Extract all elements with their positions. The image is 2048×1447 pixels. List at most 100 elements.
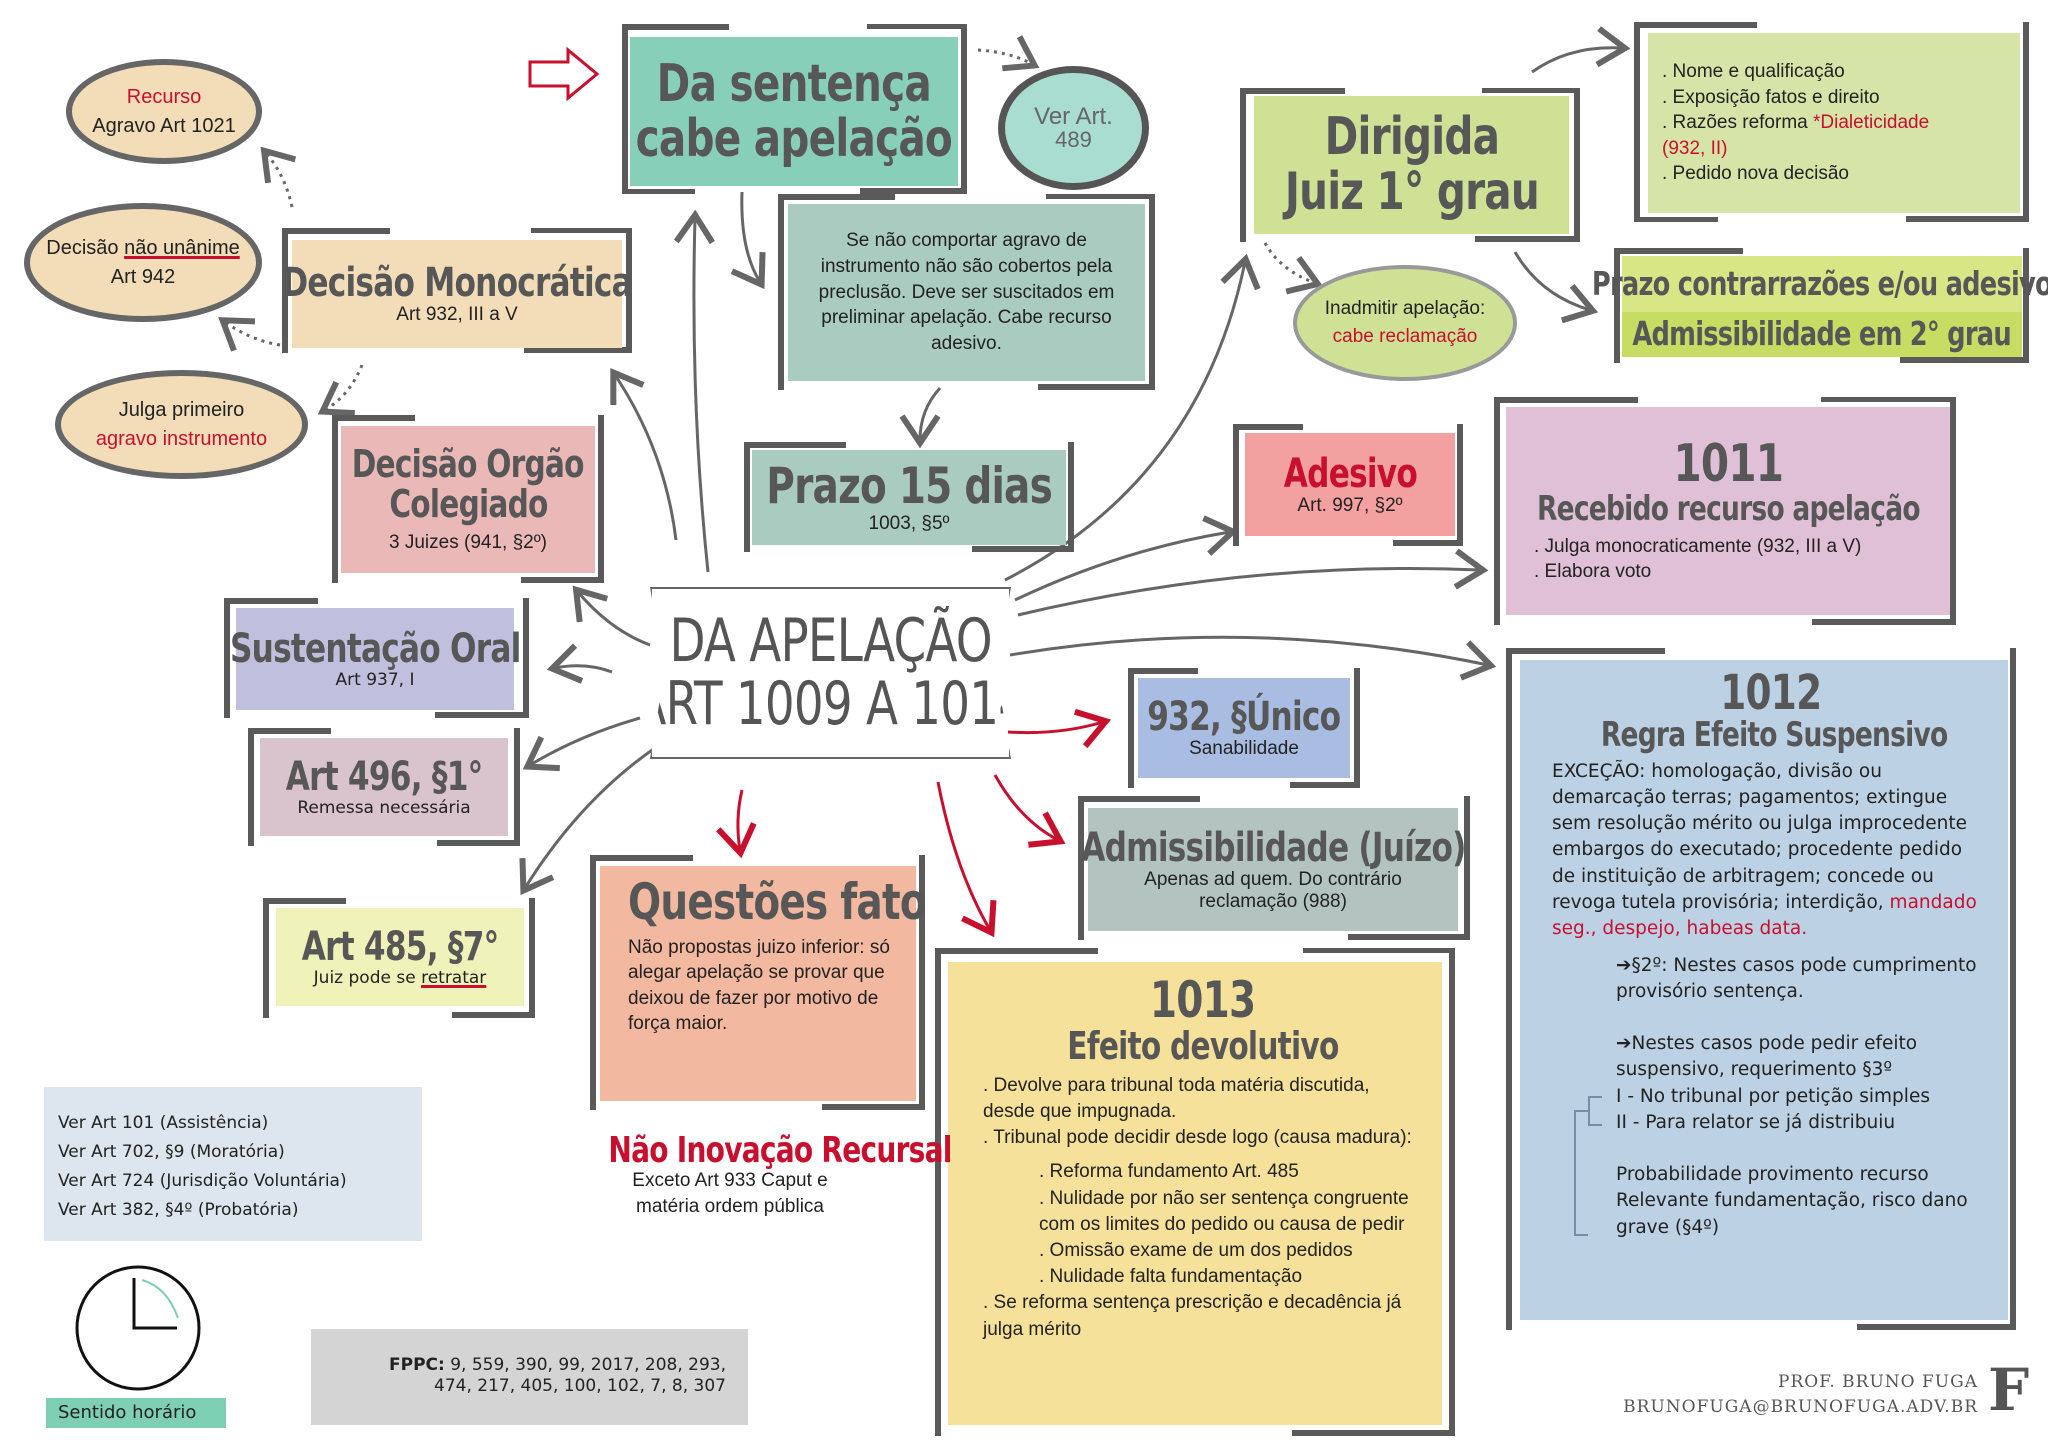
art1011-box: 1011 Recebido recurso apelação . Julga m… — [1506, 407, 1950, 615]
recurso-ellipse: Recurso Agravo Art 1021 — [66, 59, 262, 164]
fppc-line2: 474, 217, 405, 100, 102, 7, 8, 307 — [434, 1376, 726, 1397]
author-email[interactable]: BRUNOFUGA@BRUNOFUGA.ADV.BR — [1623, 1396, 1978, 1417]
nao-unanime-pre: Decisão — [46, 236, 125, 259]
sustentacao-title: Sustentação Oral — [229, 626, 521, 672]
recurso-line1: Recurso — [126, 85, 202, 108]
dirigida-title-1: Dirigida — [1324, 107, 1499, 168]
contrarrazoes-frame — [1614, 248, 2029, 363]
ver-art-list: Ver Art 101 (Assistência) Ver Art 702, §… — [44, 1087, 422, 1241]
julga-line2: agravo instrumento — [95, 427, 268, 450]
art1012-p2: §2º: Nestes casos pode cumprimento provi… — [1616, 954, 1977, 1002]
inovacao-block: Não Inovação Recursal Exceto Art 933 Cap… — [560, 1132, 952, 1218]
art1011-item: . Julga monocraticamente (932, III a V) — [1534, 535, 1862, 557]
contrarrazoes-line2: Admissibilidade em 2° grau — [1632, 314, 2012, 354]
dialeticidade-ref: (932, II) — [1662, 137, 1728, 159]
art1013-item: . Se reforma sentença prescrição e decad… — [983, 1292, 1402, 1340]
admissibilidade-sub: Apenas ad quem. Do contrário reclamação … — [1144, 868, 1402, 912]
razoes-label: . Razões reforma — [1662, 112, 1813, 134]
agravo-note-text: Se não comportar agravo de instrumento n… — [818, 230, 1115, 354]
inadmitir-line1: Inadmitir apelação: — [1324, 298, 1486, 320]
requisito-item: . Nome e qualificação — [1662, 60, 1845, 82]
fppc-label: FPPC: — [389, 1355, 445, 1375]
author-name: PROF. BRUNO FUGA — [1778, 1372, 1978, 1392]
art485-sub: Juiz pode se — [313, 968, 422, 988]
dialeticidade-label: *Dialeticidade — [1813, 112, 1930, 134]
art496-box: Art 496, §1° Remessa necessária — [260, 738, 508, 836]
agravo-note-frame — [778, 194, 1155, 390]
art1012-p3b: II - Para relator se já distribuiu — [1616, 1111, 1896, 1133]
red-arrow-icon — [528, 46, 600, 102]
ver-art-489-label: Ver Art. — [1034, 103, 1113, 130]
sentenca-frame — [622, 24, 967, 194]
questoes-box: Questões fato Não propostas juizo inferi… — [600, 866, 927, 1101]
contrarrazoes-line1: Prazo contrarrazões e/ou adesivo — [1591, 263, 2048, 303]
ver-art-489-circle[interactable]: Ver Art. 489 — [998, 66, 1149, 190]
nao-unanime-line2: Art 942 — [110, 265, 176, 288]
excecao-text: EXCEÇÃO: homologação, divisão ou demarca… — [1552, 760, 1967, 913]
admissibilidade-frame — [1078, 796, 1470, 940]
art1013-item: . Devolve para tribunal toda matéria dis… — [983, 1074, 1370, 1122]
sentenca-title-1: Da sentença — [656, 53, 932, 114]
agravo-note-box: Se não comportar agravo de instrumento n… — [788, 204, 1145, 381]
inovacao-sub1: Exceto Art 933 Caput e — [632, 1169, 828, 1191]
arrow-right-icon: ➔ — [1616, 1033, 1632, 1055]
inovacao-sub2: matéria ordem pública — [636, 1195, 824, 1217]
colegiado-box: Decisão Orgão Colegiado 3 Juizes (941, §… — [341, 426, 595, 573]
monocratica-sub: Art 932, III a V — [396, 304, 518, 325]
monocratica-box: Decisão Monocrática Art 932, III a V — [282, 240, 633, 348]
art1011-frame — [1494, 397, 1956, 625]
art1011-number: 1011 — [1673, 434, 1784, 495]
monocratica-title: Decisão Monocrática — [282, 260, 632, 306]
admissibilidade-title: Admissibilidade (Juízo) — [1080, 824, 1466, 871]
sustentacao-frame — [224, 598, 529, 718]
sentenca-box: Da sentença cabe apelação — [630, 37, 958, 186]
art496-title: Art 496, §1° — [285, 754, 483, 800]
contrarrazoes-top: Prazo contrarrazões e/ou adesivo — [1592, 256, 2048, 312]
ver-art-item: Ver Art 382, §4º (Probatória) — [58, 1199, 299, 1220]
clock-label: Sentido horário — [46, 1398, 226, 1428]
requisito-item: . Exposição fatos e direito — [1662, 86, 1880, 108]
colegiado-title-2: Colegiado — [388, 481, 548, 526]
inadmitir-line2: cabe reclamação — [1332, 326, 1478, 347]
questoes-frame — [590, 855, 925, 1110]
art1012-excecao: EXCEÇÃO: homologação, divisão ou demarca… — [1552, 759, 1990, 943]
art485-box: Art 485, §7° Juiz pode se retratar — [276, 908, 524, 1006]
art1012-p3: Nestes casos pode pedir efeito suspensiv… — [1616, 1033, 1918, 1081]
art1013-subitem: . Reforma fundamento Art. 485 — [1039, 1161, 1299, 1183]
central-title-line2: ART 1009 A 1014 — [634, 669, 1027, 739]
ver-art-item: Ver Art 702, §9 (Moratória) — [58, 1141, 285, 1162]
art1013-subitem: . Nulidade falta fundamentação — [1039, 1266, 1303, 1288]
art1012-number: 1012 — [1720, 665, 1822, 721]
nao-unanime-underlined: não unânime — [124, 236, 240, 259]
art496-sub: Remessa necessária — [297, 798, 471, 818]
adesivo-sub: Art. 997, §2º — [1297, 494, 1403, 516]
sustentacao-sub: Art 937, I — [335, 670, 415, 690]
colegiado-frame — [332, 415, 604, 583]
art1012-box: 1012 Regra Efeito Suspensivo EXCEÇÃO: ho… — [1520, 660, 2008, 1320]
sentenca-title-2: cabe apelação — [635, 108, 953, 169]
adesivo-title: Adesivo — [1283, 450, 1417, 497]
art1013-title: Efeito devolutivo — [1066, 1023, 1339, 1068]
central-title: DA APELAÇÃO ART 1009 A 1014 — [650, 587, 1011, 759]
bracket-line — [1588, 1095, 1602, 1126]
requisito-item: . Razões reforma *Dialeticidade — [1662, 110, 1929, 136]
prazo15-frame — [744, 442, 1074, 552]
art496-frame — [248, 728, 520, 846]
art1013-subitem: . Nulidade por não ser sentença congruen… — [1039, 1187, 1409, 1235]
prazo15-title: Prazo 15 dias — [766, 457, 1053, 516]
adesivo-box: Adesivo Art. 997, §2º — [1245, 433, 1455, 536]
nao-unanime-ellipse: Decisão não unânime Art 942 — [24, 203, 262, 322]
art1012-bracket-group: I - No tribunal por petição simples II -… — [1552, 1084, 1990, 1241]
colegiado-title-1: Decisão Orgão — [351, 441, 585, 486]
inadmitir-ellipse: Inadmitir apelação: cabe reclamação — [1293, 265, 1517, 381]
art1012-frame — [1506, 648, 2016, 1330]
julga-ellipse: Julga primeiro agravo instrumento — [55, 370, 308, 479]
unico932-frame — [1128, 668, 1360, 788]
art1013-number: 1013 — [1149, 971, 1256, 1029]
monocratica-frame — [282, 228, 632, 353]
art1012-title: Regra Efeito Suspensivo — [1600, 715, 1948, 756]
requisitos-frame — [1634, 22, 2029, 222]
admissibilidade-box: Admissibilidade (Juízo) Apenas ad quem. … — [1081, 808, 1466, 931]
adesivo-frame — [1233, 424, 1463, 546]
art1013-item: . Tribunal pode decidir desde logo (caus… — [983, 1127, 1412, 1149]
